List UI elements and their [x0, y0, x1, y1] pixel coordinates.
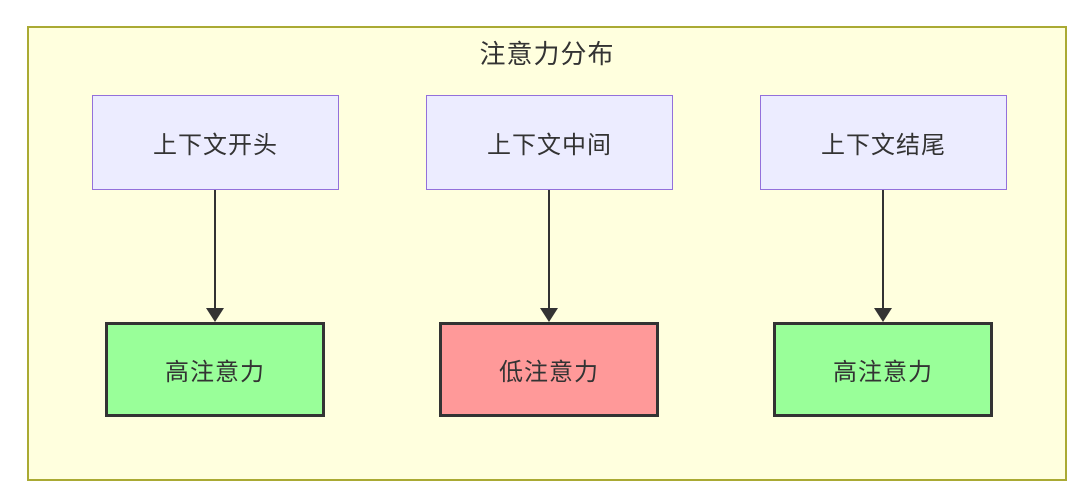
node-context-start: 上下文开头: [92, 95, 339, 190]
arrow-down-icon-3: [874, 308, 892, 322]
diagram-title: 注意力分布: [479, 39, 615, 69]
node-high-attention-2-label: 高注意力: [833, 359, 933, 386]
node-high-attention-1-label: 高注意力: [165, 359, 265, 386]
node-context-middle: 上下文中间: [426, 95, 673, 190]
arrow-down-icon-1: [206, 308, 224, 322]
node-context-end-label: 上下文结尾: [821, 132, 946, 159]
arrow-line-3: [882, 190, 884, 311]
arrow-line-2: [548, 190, 550, 311]
arrow-down-icon-2: [540, 308, 558, 322]
node-context-end: 上下文结尾: [760, 95, 1007, 190]
attention-distribution-subgraph: 注意力分布 上下文开头 高注意力 上下文中间 低注意力: [27, 26, 1067, 481]
node-high-attention-1: 高注意力: [105, 322, 325, 417]
node-context-middle-label: 上下文中间: [487, 132, 612, 159]
node-high-attention-2: 高注意力: [773, 322, 993, 417]
arrow-line-1: [214, 190, 216, 311]
node-low-attention: 低注意力: [439, 322, 659, 417]
node-context-start-label: 上下文开头: [153, 132, 278, 159]
node-low-attention-label: 低注意力: [499, 359, 599, 386]
